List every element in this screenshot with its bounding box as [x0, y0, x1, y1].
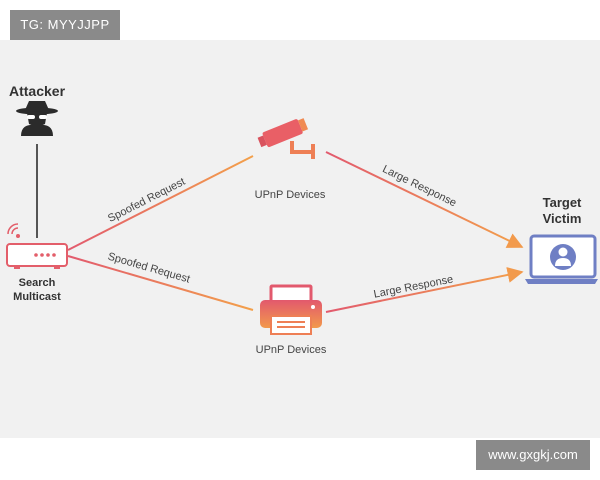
watermark-url: www.gxgkj.com — [476, 440, 590, 470]
printer-icon — [260, 284, 322, 335]
router-icon — [6, 223, 68, 269]
hacker-icon — [16, 101, 58, 136]
edge-large-response-top — [325, 151, 524, 248]
upnp-devices-label-bottom: UPnP Devices — [256, 344, 327, 356]
attacker-label: Attacker — [9, 83, 66, 99]
search-multicast-label-line1: Search — [19, 277, 56, 289]
target-victim-label-line2: Victim — [543, 211, 582, 226]
label-large-response-bottom: Large Response — [373, 273, 455, 300]
diagram-panel — [0, 40, 600, 438]
label-large-response-top: Large Response — [380, 163, 458, 209]
upnp-devices-label-top: UPnP Devices — [255, 189, 326, 201]
edge-spoofed-request-top — [67, 155, 254, 251]
laptop-user-icon — [525, 234, 598, 284]
security-camera-icon — [257, 118, 315, 159]
edge-spoofed-request-bottom — [67, 255, 254, 311]
edge-large-response-bottom — [325, 267, 524, 313]
label-spoofed-request-top: Spoofed Request — [106, 176, 187, 225]
search-multicast-label-line2: Multicast — [13, 291, 61, 303]
target-victim-label-line1: Target — [543, 195, 582, 210]
watermark-tag: TG: MYYJJPP — [10, 10, 120, 40]
